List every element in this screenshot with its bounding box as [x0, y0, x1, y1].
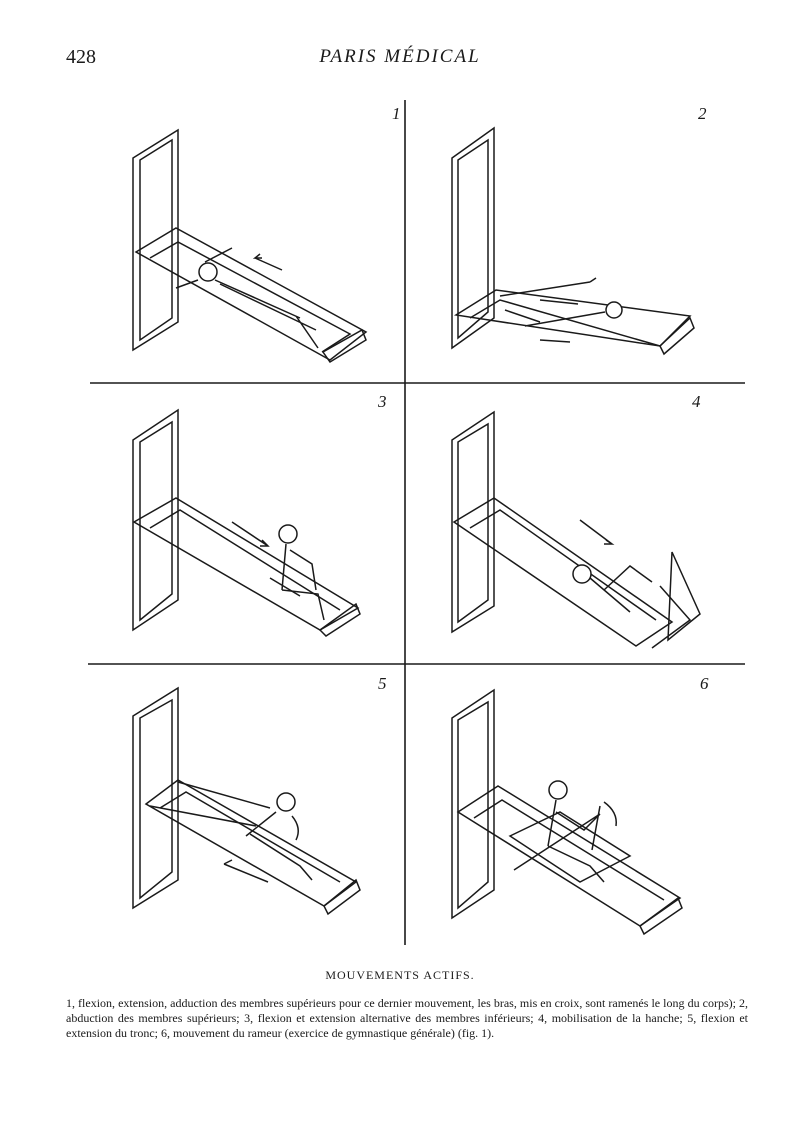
- journal-title: PARIS MÉDICAL: [319, 46, 481, 67]
- caption-text: 1, flexion, extension, adduction des mem…: [66, 996, 748, 1040]
- figure-number-6: 6: [700, 674, 709, 693]
- figure-1-drawing: [132, 128, 368, 364]
- figure-number-4: 4: [692, 392, 701, 411]
- figure-4-drawing: [451, 410, 701, 649]
- figure-2-drawing: [451, 126, 695, 356]
- caption-title: MOUVEMENTS ACTIFS.: [325, 968, 475, 982]
- figure-number-3: 3: [378, 392, 387, 411]
- figure-number-5: 5: [378, 674, 387, 693]
- figure-number-2: 2: [698, 104, 707, 123]
- page-number: 428: [66, 46, 96, 68]
- figure-6-drawing: [451, 688, 683, 936]
- figure-5-drawing: [132, 686, 361, 916]
- figure-number-1: 1: [392, 104, 401, 123]
- figure-3-drawing: [132, 408, 361, 637]
